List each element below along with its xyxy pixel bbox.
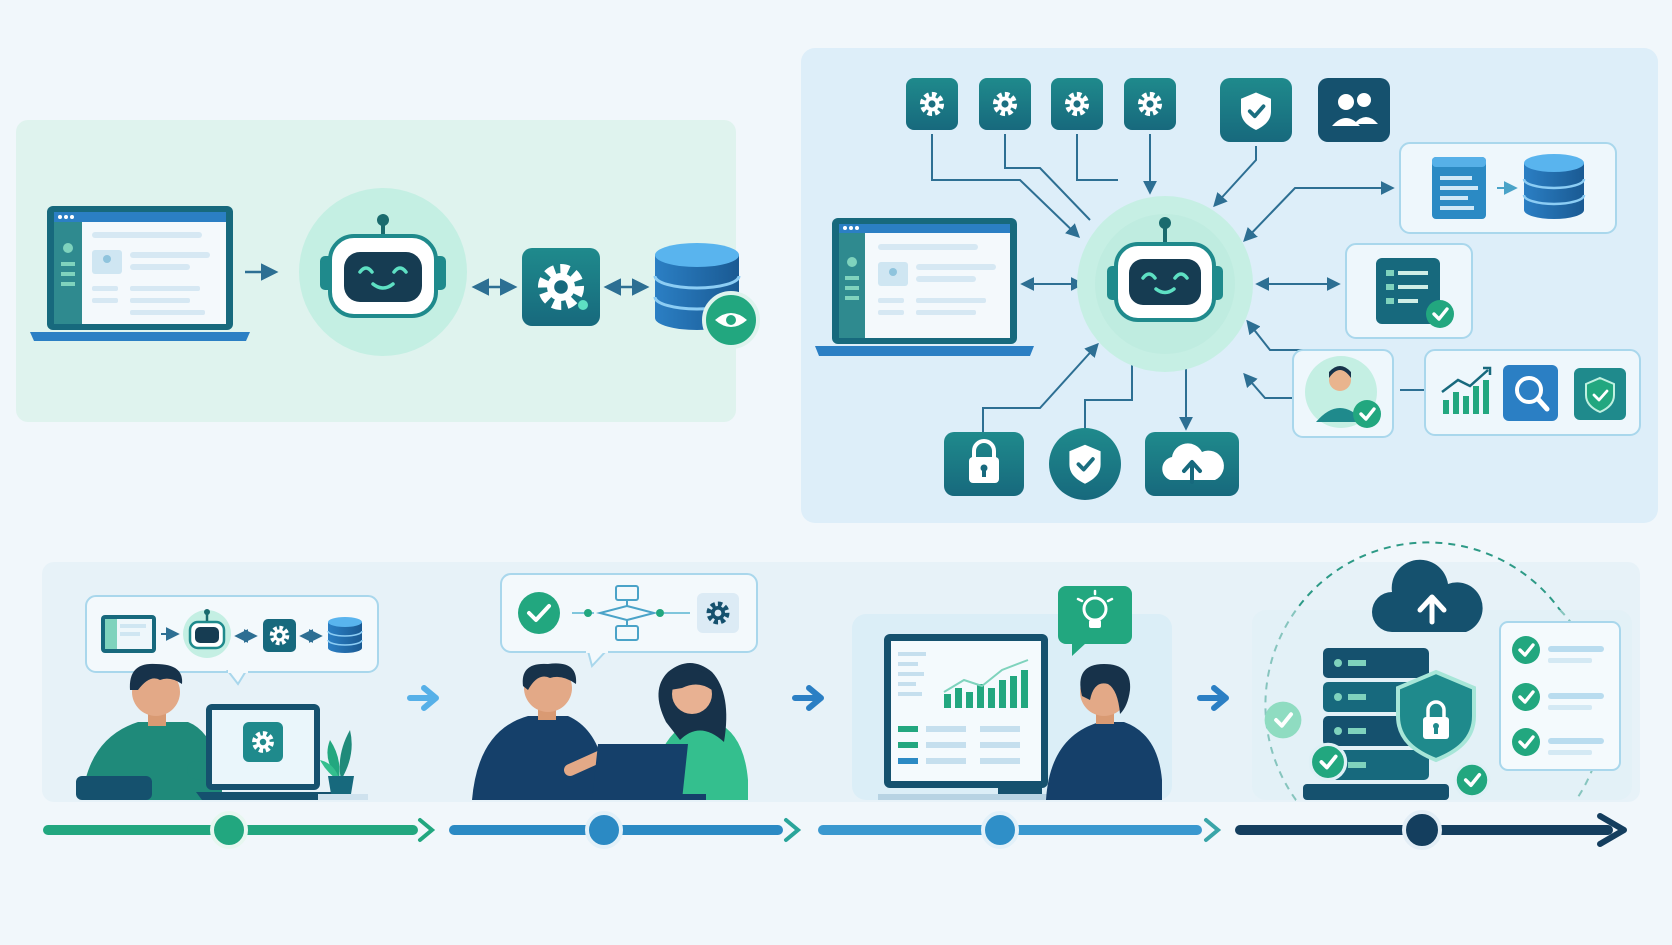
shield-lock-icon [1396, 669, 1476, 763]
cloud-upload-icon [1145, 432, 1239, 496]
check-badge-3 [1453, 761, 1491, 799]
hub-gear-tile-2 [979, 78, 1031, 130]
gear-icon [522, 248, 600, 326]
stage-developer-at-laptop [76, 595, 379, 800]
stage-pair-collaboration [472, 573, 758, 800]
doc-to-database-card [1399, 142, 1617, 234]
server-stack [1303, 648, 1449, 800]
hub-gear-tile-1 [906, 78, 958, 130]
hub-shield-tile [1220, 78, 1292, 142]
stage-arrow-2 [792, 685, 824, 711]
magnifier-icon [1503, 365, 1558, 421]
users-icon [1318, 78, 1390, 142]
simple-flow-panel [16, 120, 760, 422]
timeline-panel [42, 541, 1640, 802]
shield-check-icon [1574, 368, 1626, 420]
analytics-card [1424, 349, 1641, 436]
progress-timeline [43, 810, 1627, 850]
laptop-icon [30, 206, 250, 341]
timeline-node-2 [585, 811, 623, 849]
stage-arrow-1 [407, 685, 439, 711]
hub-gear-tile-3 [1051, 78, 1103, 130]
robot-icon [1077, 196, 1253, 372]
laptop-icon [815, 218, 1034, 356]
hub-gear-tile-4 [1124, 78, 1176, 130]
stage-secure-cloud-server [1252, 541, 1632, 801]
process-bubble-icon [500, 573, 758, 669]
shield-check-icon [1049, 428, 1121, 500]
timeline-node-4 [1402, 810, 1442, 850]
person-check-card [1292, 349, 1394, 438]
check-badge-2 [1308, 742, 1348, 782]
hub-panel [801, 48, 1658, 523]
stage-analyst-with-dashboard [852, 586, 1172, 800]
lock-icon [944, 432, 1024, 496]
cloud-upload-icon [1372, 559, 1483, 632]
stage-arrow-3 [1197, 685, 1229, 711]
database-icon [1522, 154, 1586, 219]
eye-icon [702, 291, 760, 349]
document-icon [1432, 157, 1486, 219]
check-badge-1 [1264, 701, 1302, 739]
robot-icon [299, 188, 467, 356]
checklist-card [1345, 243, 1473, 339]
flow-bubble-icon [85, 595, 379, 686]
checklist-icon [1376, 258, 1440, 324]
timeline-node-3 [981, 811, 1019, 849]
checklist-icon [1499, 621, 1621, 771]
timeline-node-1 [210, 811, 248, 849]
dashboard-monitor [878, 634, 1054, 800]
lightbulb-icon [1058, 586, 1132, 656]
bar-chart-icon [1441, 366, 1492, 414]
